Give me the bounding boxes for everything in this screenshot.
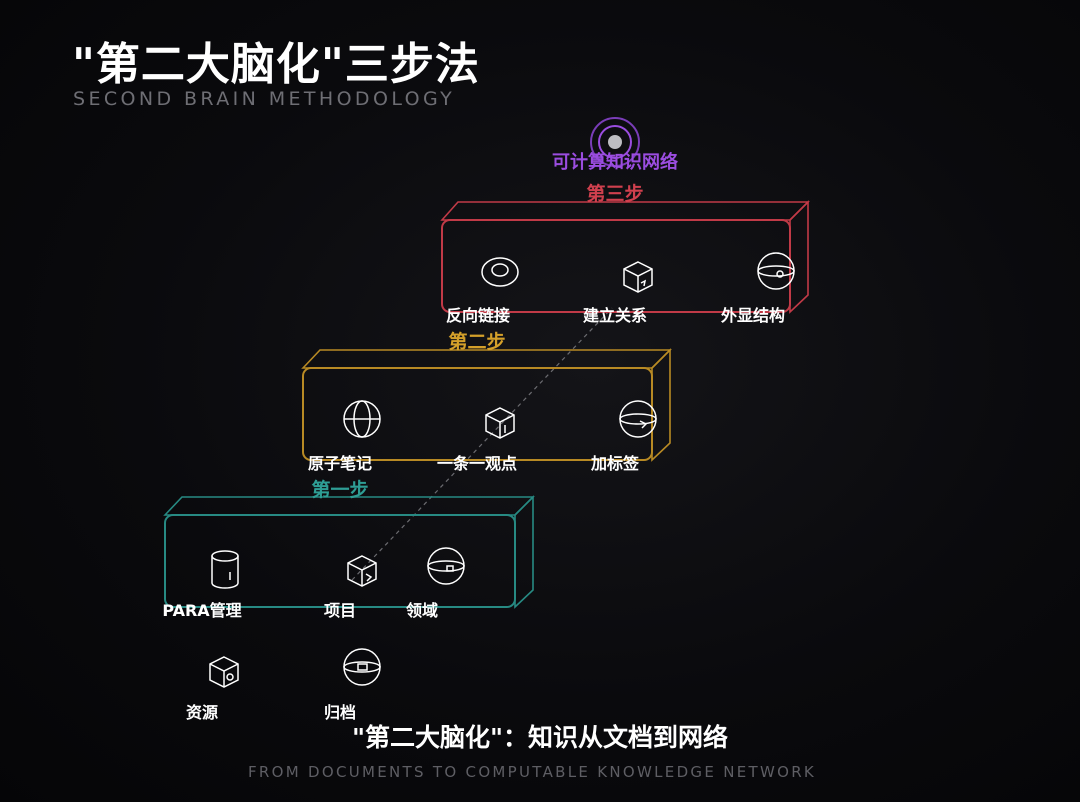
cube-icon	[623, 261, 653, 293]
globe-icon	[343, 400, 381, 438]
step-1-box	[163, 495, 535, 609]
sphere-icon	[757, 252, 795, 290]
footer-title: "第二大脑化"：知识从文档到网络	[351, 723, 729, 752]
cylinder-icon	[211, 550, 239, 589]
page-title: "第二大脑化"三步法	[72, 39, 480, 90]
footer-subtitle: FROM DOCUMENTS TO COMPUTABLE KNOWLEDGE N…	[247, 763, 817, 781]
sphere-icon	[619, 400, 657, 438]
step-2-item-atomic-notes: 原子笔记	[308, 454, 372, 473]
disc-icon	[481, 257, 519, 287]
step-2-box	[301, 348, 672, 462]
step-1-item-archive: 归档	[324, 703, 356, 722]
cube-icon	[485, 407, 515, 439]
page-subtitle: SECOND BRAIN METHODOLOGY	[73, 88, 456, 110]
step-2-item-tags: 加标签	[590, 454, 640, 473]
step-3-box	[440, 200, 810, 314]
sphere-icon	[343, 648, 381, 686]
step-3-label: 第三步	[586, 182, 643, 205]
cube-icon	[209, 656, 239, 688]
step-3-item-backlinks: 反向链接	[446, 306, 510, 325]
top-node-label: 可计算知识网络	[552, 151, 678, 173]
step-1-item-projects: 项目	[324, 601, 356, 620]
step-3-item-relations: 建立关系	[583, 306, 647, 325]
step-3-item-structure: 外显结构	[720, 306, 785, 325]
cube-icon	[347, 555, 377, 587]
target-icon	[590, 117, 640, 167]
step-2-label: 第二步	[448, 330, 505, 353]
step-1-item-areas: 领域	[406, 601, 438, 620]
sphere-icon	[427, 547, 465, 585]
step-1-item-para: PARA管理	[162, 601, 241, 620]
step-1-label: 第一步	[311, 478, 368, 501]
step-2-item-one-idea: 一条一观点	[437, 454, 517, 473]
step-1-item-resources: 资源	[186, 703, 218, 722]
progression-dashed-line	[351, 307, 613, 581]
